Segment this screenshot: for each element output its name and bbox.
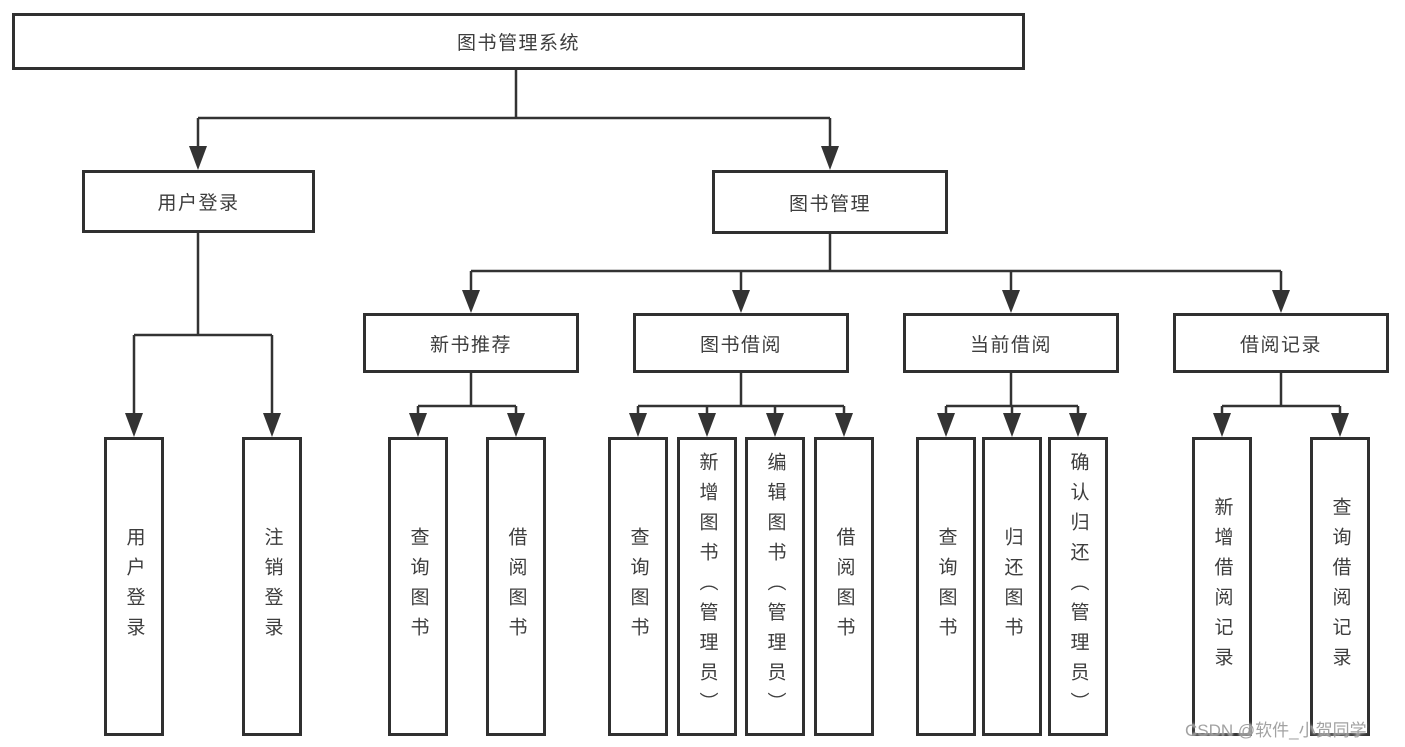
leaf-bb-borrow-books: 借阅图书 xyxy=(814,437,874,736)
node-book-management-label: 图书管理 xyxy=(788,193,871,215)
node-borrow-records: 借阅记录 xyxy=(1173,313,1389,373)
leaf-cb-query-books: 查询图书 xyxy=(916,437,976,736)
node-borrow-records-label: 借阅记录 xyxy=(1239,334,1322,356)
leaf-bb-borrow-books-label: 借阅图书 xyxy=(833,526,855,647)
connector-current-borrow xyxy=(937,373,1087,437)
node-root-label: 图书管理系统 xyxy=(456,33,580,54)
leaf-bb-add-books-admin-label: 新增图书（管理员） xyxy=(696,451,718,722)
leaf-nb-borrow-books: 借阅图书 xyxy=(486,437,546,736)
connector-borrow-records xyxy=(1213,373,1349,437)
node-root: 图书管理系统 xyxy=(12,13,1025,70)
connector-root xyxy=(189,70,839,170)
leaf-user-login: 用户登录 xyxy=(104,437,164,736)
leaf-br-query-record: 查询借阅记录 xyxy=(1310,437,1370,736)
node-book-borrow: 图书借阅 xyxy=(633,313,849,373)
leaf-bb-query-books-label: 查询图书 xyxy=(627,526,649,647)
leaf-nb-query-books-label: 查询图书 xyxy=(407,526,429,647)
leaf-cb-query-books-label: 查询图书 xyxy=(935,526,957,647)
leaf-bb-query-books: 查询图书 xyxy=(608,437,668,736)
node-current-borrow-label: 当前借阅 xyxy=(969,334,1052,356)
connector-book-borrow xyxy=(629,373,853,437)
leaf-br-add-record-label: 新增借阅记录 xyxy=(1211,496,1233,677)
leaf-nb-query-books: 查询图书 xyxy=(388,437,448,736)
leaf-nb-borrow-books-label: 借阅图书 xyxy=(505,526,527,647)
csdn-watermark: CSDN @软件_小贺同学 xyxy=(1185,721,1367,740)
node-book-borrow-label: 图书借阅 xyxy=(699,334,782,356)
leaf-bb-edit-books-admin: 编辑图书（管理员） xyxy=(745,437,805,736)
leaf-logout: 注销登录 xyxy=(242,437,302,736)
node-book-management: 图书管理 xyxy=(712,170,948,234)
connector-new-book-recommend xyxy=(409,373,525,437)
leaf-cb-confirm-return-admin-label: 确认归还（管理员） xyxy=(1067,451,1089,722)
leaf-br-query-record-label: 查询借阅记录 xyxy=(1329,496,1351,677)
leaf-bb-edit-books-admin-label: 编辑图书（管理员） xyxy=(764,451,786,722)
node-new-book-recommend-label: 新书推荐 xyxy=(429,334,512,356)
node-current-borrow: 当前借阅 xyxy=(903,313,1119,373)
leaf-cb-confirm-return-admin: 确认归还（管理员） xyxy=(1048,437,1108,736)
node-new-book-recommend: 新书推荐 xyxy=(363,313,579,373)
leaf-user-login-label: 用户登录 xyxy=(123,526,145,647)
leaf-br-add-record: 新增借阅记录 xyxy=(1192,437,1252,736)
connector-user-login xyxy=(125,233,281,437)
leaf-logout-label: 注销登录 xyxy=(261,526,283,647)
node-user-login-label: 用户登录 xyxy=(157,193,240,214)
node-user-login: 用户登录 xyxy=(82,170,315,233)
leaf-cb-return-books-label: 归还图书 xyxy=(1001,526,1023,647)
leaf-bb-add-books-admin: 新增图书（管理员） xyxy=(677,437,737,736)
leaf-cb-return-books: 归还图书 xyxy=(982,437,1042,736)
connector-book-management xyxy=(462,234,1290,313)
